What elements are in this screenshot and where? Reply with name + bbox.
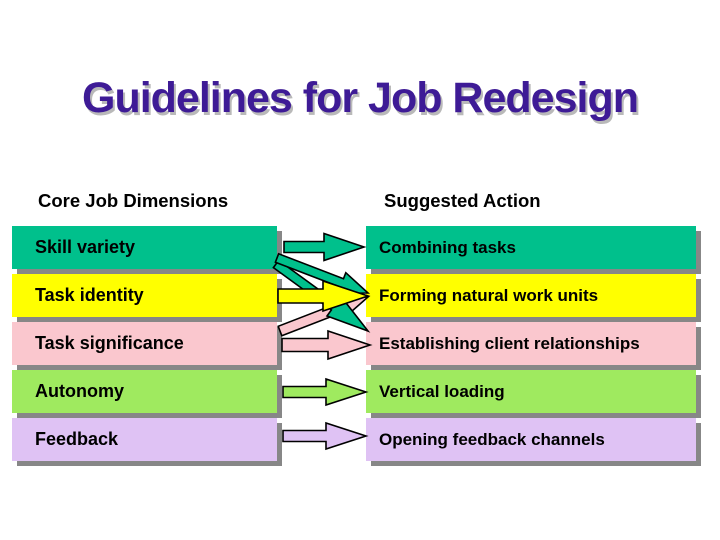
box-autonomy: Autonomy <box>12 370 277 413</box>
arrow-autonomy-to-vertical-loading <box>282 377 369 407</box>
arrow-skill-variety-to-establishing-client-relationships <box>272 259 371 333</box>
box-label: Skill variety <box>35 237 136 257</box>
slide-title: Guidelines for Job Redesign <box>82 74 639 122</box>
box-forming-natural-work-units: Forming natural work units <box>366 274 696 317</box>
arrow-task-identity-to-forming-natural-work-units <box>277 279 371 313</box>
box-task-identity: Task identity <box>12 274 277 317</box>
arrow-skill-variety-to-combining-tasks <box>283 232 367 262</box>
arrow-task-significance-to-establishing-client-relationships <box>281 329 373 361</box>
arrow-skill-variety-to-forming-natural-work-units <box>274 252 371 295</box>
box-label: Combining tasks <box>379 237 516 257</box>
box-combining-tasks: Combining tasks <box>366 226 696 269</box>
arrow-feedback-to-opening-feedback-channels <box>282 421 369 451</box>
box-label: Establishing client relationships <box>379 333 640 353</box>
box-label: Task identity <box>35 285 144 305</box>
box-skill-variety: Skill variety <box>12 226 277 269</box>
box-label: Vertical loading <box>379 381 505 401</box>
arrow-task-significance-to-forming-natural-work-units <box>277 296 371 337</box>
column-header-core-job-dimensions: Core Job Dimensions <box>38 190 229 211</box>
box-vertical-loading: Vertical loading <box>366 370 696 413</box>
box-label: Feedback <box>35 429 119 449</box>
box-label: Task significance <box>35 333 184 353</box>
box-opening-feedback-channels: Opening feedback channels <box>366 418 696 461</box>
box-label: Forming natural work units <box>379 285 599 305</box>
column-header-suggested-action: Suggested Action <box>384 190 541 211</box>
box-label: Autonomy <box>35 381 124 401</box>
box-task-significance: Task significance <box>12 322 277 365</box>
box-establishing-client-relationships: Establishing client relationships <box>366 322 696 365</box>
box-label: Opening feedback channels <box>379 429 605 449</box>
box-feedback: Feedback <box>12 418 277 461</box>
